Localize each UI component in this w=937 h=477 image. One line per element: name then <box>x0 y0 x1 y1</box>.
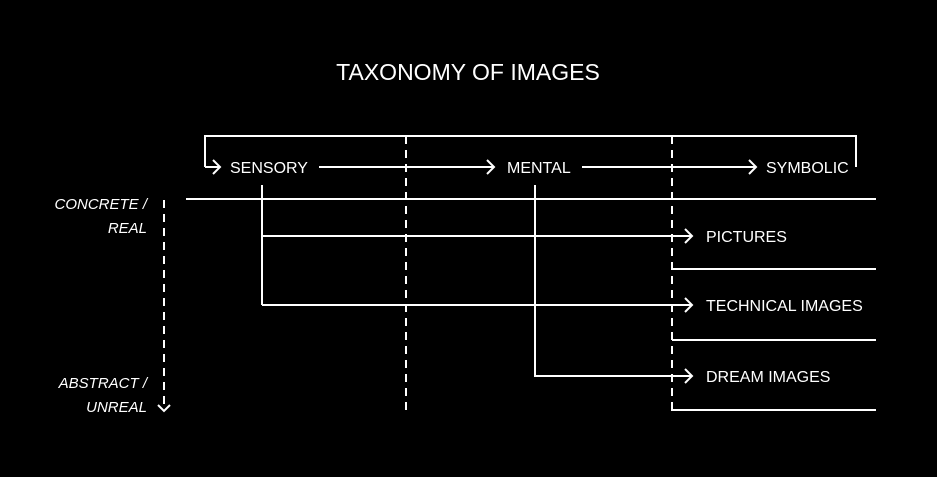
category-dream-images: DREAM IMAGES <box>706 369 830 386</box>
arrow-to-technical-icon <box>262 297 694 313</box>
row-line-dream <box>671 403 876 411</box>
arrow-to-pictures-icon <box>262 228 694 244</box>
arrow-to-sensory-icon <box>205 159 222 175</box>
arrow-to-dream-icon <box>534 185 694 384</box>
axis-top-label-2: REAL <box>108 220 147 237</box>
category-technical-images: TECHNICAL IMAGES <box>706 298 863 315</box>
column-symbolic: SYMBOLIC <box>766 160 849 177</box>
axis-bottom-label-1: ABSTRACT / <box>58 375 149 392</box>
top-bracket <box>204 135 857 167</box>
category-pictures: PICTURES <box>706 229 787 246</box>
chevron-down-icon <box>157 404 171 413</box>
axis-top-label-1: CONCRETE / <box>54 196 148 213</box>
axis-bottom-label-2: UNREAL <box>86 399 147 416</box>
row-line-pictures <box>671 262 876 270</box>
column-mental: MENTAL <box>507 160 571 177</box>
column-sensory: SENSORY <box>230 160 308 177</box>
arrow-mental-to-symbolic-icon <box>582 159 758 175</box>
diagram-title: TAXONOMY OF IMAGES <box>336 59 600 85</box>
